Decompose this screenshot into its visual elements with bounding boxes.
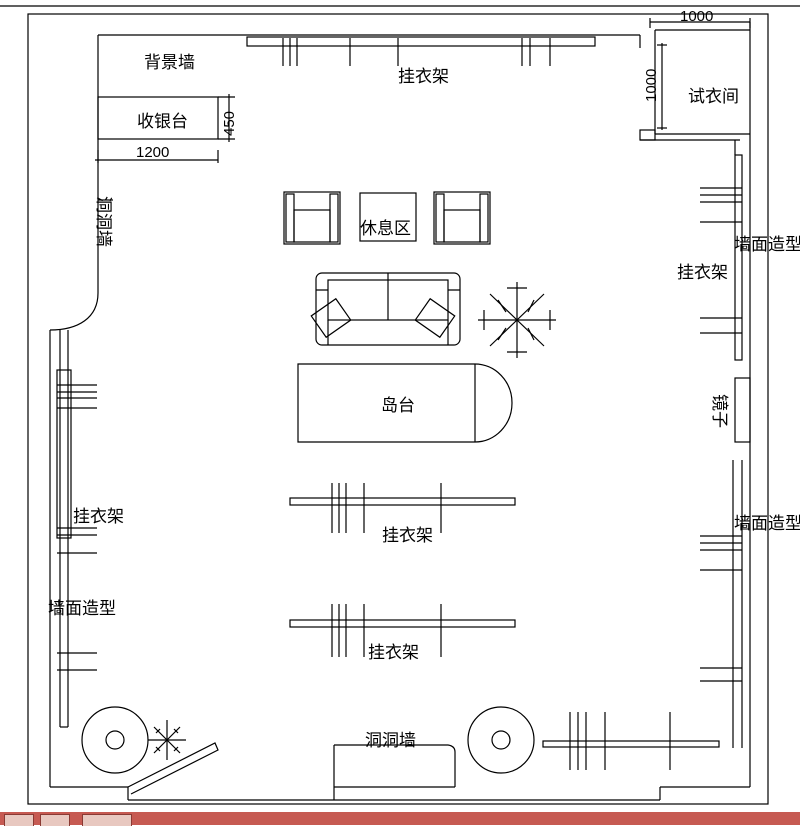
rest-area-label: 休息区	[360, 219, 411, 239]
taskbar-app-icon[interactable]	[82, 814, 132, 826]
fitting-width-dim: 1000	[680, 8, 713, 25]
sofa	[310, 272, 461, 346]
island-counter	[297, 363, 513, 443]
plant-sofa	[478, 282, 556, 358]
left-wall-feature	[56, 330, 97, 728]
cashier-depth-dim: 450	[221, 111, 238, 136]
hole-wall-left-label: 洞洞墙	[93, 196, 113, 247]
back-wall-label: 背景墙	[144, 53, 195, 73]
hole-wall-bottom-label: 洞洞墙	[365, 731, 416, 751]
hanger-rail-bottom-right	[542, 712, 720, 770]
hole-wall-bottom	[333, 744, 456, 800]
taskbar	[0, 812, 800, 825]
coffee-table	[359, 192, 417, 242]
armchair-left	[283, 191, 341, 245]
fitting-depth-dim: 1000	[643, 69, 660, 102]
outer-frame	[0, 5, 800, 805]
right-wall-feature-bottom	[700, 460, 743, 748]
plant-bottom-left	[148, 720, 186, 760]
hanger-rail-center-2	[289, 604, 516, 657]
fitting-room-label: 试衣间	[688, 87, 739, 107]
hanger-top-label: 挂衣架	[398, 67, 449, 87]
cashier-label: 收银台	[137, 112, 188, 132]
mirror-label: 镜子	[709, 394, 729, 428]
cashier-desk	[95, 94, 235, 163]
taskbar-app-icon[interactable]	[40, 814, 70, 826]
right-wall-feature-top	[700, 140, 743, 361]
fitting-room	[639, 18, 751, 141]
taskbar-app-icon[interactable]	[4, 814, 34, 826]
hanger-right-label: 挂衣架	[677, 263, 728, 283]
armchair-right	[433, 191, 491, 245]
wall-feature-left-label: 墙面造型	[48, 599, 116, 619]
island-label: 岛台	[381, 396, 415, 416]
round-stool-left	[81, 706, 149, 774]
hanger-center-2-label: 挂衣架	[368, 643, 419, 663]
corner-display-bottom-left	[127, 742, 219, 795]
mirror	[734, 377, 751, 443]
wall-feature-right-bottom-label: 墙面造型	[734, 514, 800, 534]
hanger-center-1-label: 挂衣架	[382, 526, 433, 546]
wall-feature-right-top-label: 墙面造型	[734, 235, 800, 255]
hanger-rail-top	[246, 36, 596, 66]
round-stool-right	[467, 706, 535, 774]
hanger-left-label: 挂衣架	[73, 507, 124, 527]
cashier-width-dim: 1200	[136, 144, 169, 161]
hanger-rail-center-1	[289, 483, 516, 533]
